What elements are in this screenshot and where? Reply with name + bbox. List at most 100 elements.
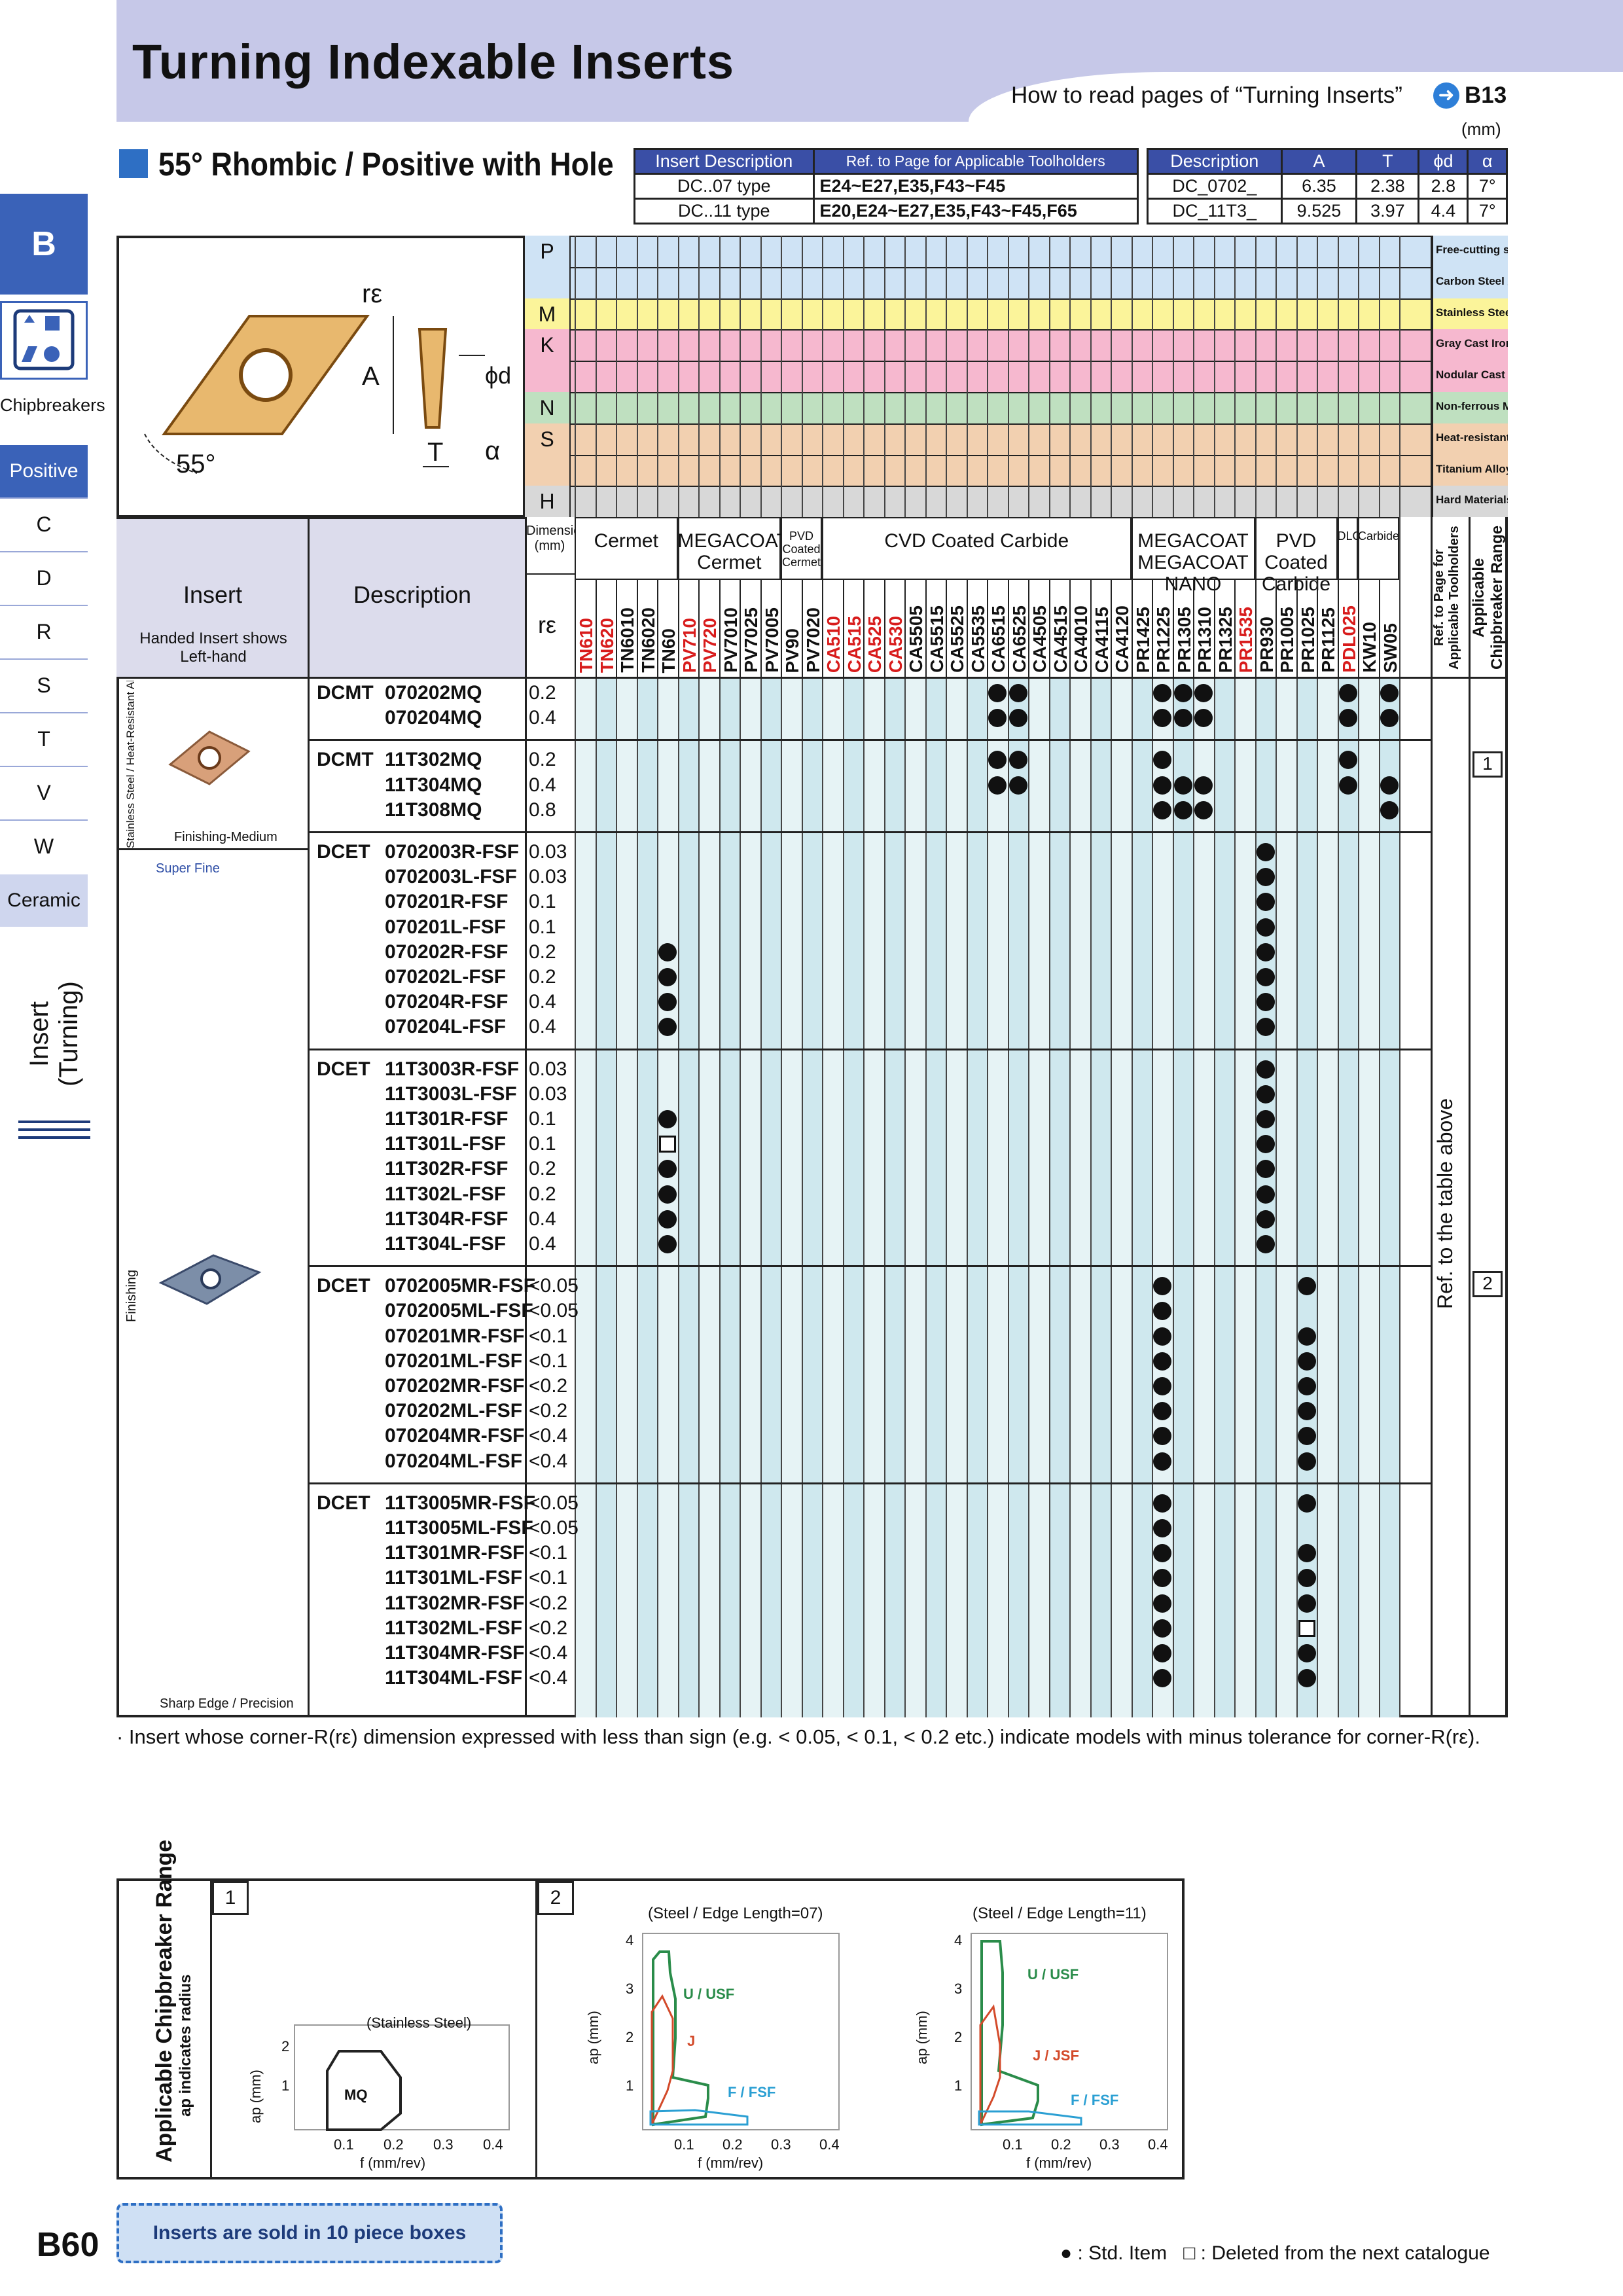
corner-radius: <0.05 — [529, 1492, 579, 1514]
insert-code[interactable]: 070201R-FSF — [385, 891, 508, 913]
grade-header: PR1225 — [1152, 580, 1173, 678]
arrow-right-icon[interactable]: ➜ — [1433, 82, 1459, 109]
insert-code[interactable]: 070202L-FSF — [385, 966, 507, 988]
grade-sw05: SW05 — [1380, 622, 1400, 673]
grade-column — [781, 678, 802, 1717]
std-item-dot — [1153, 684, 1171, 702]
grade-tn6020: TN6020 — [637, 607, 658, 673]
insert-code[interactable]: 11T302ML-FSF — [385, 1617, 523, 1639]
sidebar-shape-t[interactable]: T — [0, 712, 88, 763]
insert-code[interactable]: 11T3003L-FSF — [385, 1083, 517, 1105]
insert-code[interactable]: 11T301MR-FSF — [385, 1542, 525, 1564]
grade-column — [575, 678, 596, 1717]
grid-line — [1090, 236, 1092, 1717]
grade-header: PV7010 — [719, 580, 741, 678]
sidebar-shape-s[interactable]: S — [0, 658, 88, 709]
std-item-dot — [1256, 843, 1275, 861]
chart-tick: 4 — [626, 1932, 634, 1948]
insert-code[interactable]: 11T301R-FSF — [385, 1108, 508, 1130]
insert-code[interactable]: 11T301ML-FSF — [385, 1567, 523, 1589]
sidebar-shape-c[interactable]: C — [0, 497, 88, 548]
insert-code[interactable]: 070204MR-FSF — [385, 1425, 525, 1447]
insert-code[interactable]: 070204L-FSF — [385, 1016, 507, 1038]
section-tab-b[interactable]: B — [0, 194, 88, 295]
grid-line — [1069, 236, 1071, 1717]
grade-header: TN60 — [657, 580, 679, 678]
grade-ca6515: CA6515 — [988, 605, 1008, 673]
chart1-series-mq: MQ — [344, 2087, 368, 2103]
corner-radius: 0.4 — [529, 1016, 556, 1038]
insert-code[interactable]: 11T304MQ — [385, 774, 482, 796]
insert-code[interactable]: 11T302L-FSF — [385, 1183, 507, 1205]
insert-code[interactable]: 11T301L-FSF — [385, 1133, 507, 1155]
material-row — [525, 454, 1508, 486]
corner-radius: 0.03 — [529, 1058, 567, 1080]
chart-ylabel: ap (mm) — [914, 2011, 930, 2064]
insert-code[interactable]: 11T308MQ — [385, 798, 482, 821]
grade-header: CA4505 — [1028, 580, 1050, 678]
insert-code[interactable]: 11T3003R-FSF — [385, 1058, 520, 1080]
angle-label: 55° — [176, 450, 216, 478]
insert-code[interactable]: 070204MQ — [385, 707, 482, 729]
grade-ca4120: CA4120 — [1112, 605, 1132, 673]
sidebar-shape-d[interactable]: D — [0, 551, 88, 602]
corner-radius: 0.03 — [529, 841, 567, 863]
grade-column — [1007, 678, 1028, 1717]
insert-code[interactable]: 070202ML-FSF — [385, 1400, 523, 1422]
grade-header: TN620 — [595, 580, 617, 678]
insert-code[interactable]: 11T304L-FSF — [385, 1233, 507, 1255]
grade-header: TN610 — [575, 580, 596, 678]
insert-code[interactable]: 070201L-FSF — [385, 916, 507, 938]
insert-code[interactable]: 070201MR-FSF — [385, 1325, 525, 1347]
ref-cell[interactable]: E24~E27,E35,F43~F45 — [812, 173, 1139, 200]
sidebar-ceramic[interactable]: Ceramic — [0, 874, 88, 927]
std-item-dot — [658, 993, 677, 1012]
corner-radius: <0.1 — [529, 1542, 568, 1564]
chart2-series-f: F / FSF — [728, 2084, 776, 2100]
insert-code[interactable]: 070202R-FSF — [385, 941, 508, 963]
sidebar-shape-w[interactable]: W — [0, 819, 88, 870]
range-box-2[interactable]: 2 — [1472, 1271, 1503, 1297]
grade-column — [1111, 678, 1132, 1717]
std-item-dot — [1338, 751, 1357, 770]
insert-code[interactable]: 070201ML-FSF — [385, 1350, 523, 1372]
insert-code[interactable]: 0702005ML-FSF — [385, 1300, 533, 1322]
range-box-1[interactable]: 1 — [1472, 751, 1503, 778]
chart3-series-j: J / JSF — [1033, 2047, 1079, 2064]
insert-code[interactable]: 11T302MR-FSF — [385, 1592, 525, 1614]
insert-code[interactable]: 070202MQ — [385, 682, 482, 704]
insert-code[interactable]: 11T304MR-FSF — [385, 1642, 525, 1664]
insert-code[interactable]: 11T302R-FSF — [385, 1158, 508, 1180]
legend-deleted: □ : Deleted from the next catalogue — [1183, 2242, 1490, 2264]
insert-code[interactable]: 11T302MQ — [385, 749, 482, 771]
std-item-dot — [1297, 1594, 1316, 1613]
ref-cell[interactable]: E20,E24~E27,E35,F43~F45,F65 — [812, 198, 1139, 224]
insert-code[interactable]: 11T3005MR-FSF — [385, 1492, 536, 1514]
howto-ref-link[interactable]: B13 — [1465, 82, 1507, 108]
grade-header: CA5505 — [904, 580, 926, 678]
insert-code[interactable]: 11T3005ML-FSF — [385, 1517, 533, 1539]
insert-code[interactable]: 070204ML-FSF — [385, 1450, 523, 1472]
insert-code[interactable]: 11T304ML-FSF — [385, 1667, 523, 1689]
insert-code[interactable]: 0702003R-FSF — [385, 841, 520, 863]
insert-code[interactable]: 070202MR-FSF — [385, 1375, 525, 1397]
insert-code[interactable]: 0702003L-FSF — [385, 866, 517, 888]
sidebar-shape-v[interactable]: V — [0, 766, 88, 817]
grade-ca5535: CA5535 — [967, 605, 988, 673]
corner-radius: <0.05 — [529, 1275, 579, 1297]
insert-code[interactable]: 11T304R-FSF — [385, 1208, 508, 1230]
re-label: rε — [362, 279, 383, 308]
std-item-dot — [1153, 1669, 1171, 1688]
sidebar-shape-r[interactable]: R — [0, 605, 88, 656]
grade-ca5525: CA5525 — [947, 605, 967, 673]
sidebar-positive[interactable]: Positive — [0, 445, 88, 497]
dim-cell: 4.4 — [1418, 198, 1469, 224]
ref-page-header: Ref. to Page for Applicable Toolholders — [1432, 526, 1461, 670]
std-item-dot — [1173, 709, 1192, 728]
insert-code[interactable]: 0702005MR-FSF — [385, 1275, 536, 1297]
insert-shapes-icon[interactable] — [0, 301, 88, 380]
sidebar-chipbreakers[interactable]: Chipbreakers — [0, 395, 105, 416]
grade-pr1305: PR1305 — [1173, 606, 1194, 673]
insert-code[interactable]: 070204R-FSF — [385, 991, 508, 1013]
